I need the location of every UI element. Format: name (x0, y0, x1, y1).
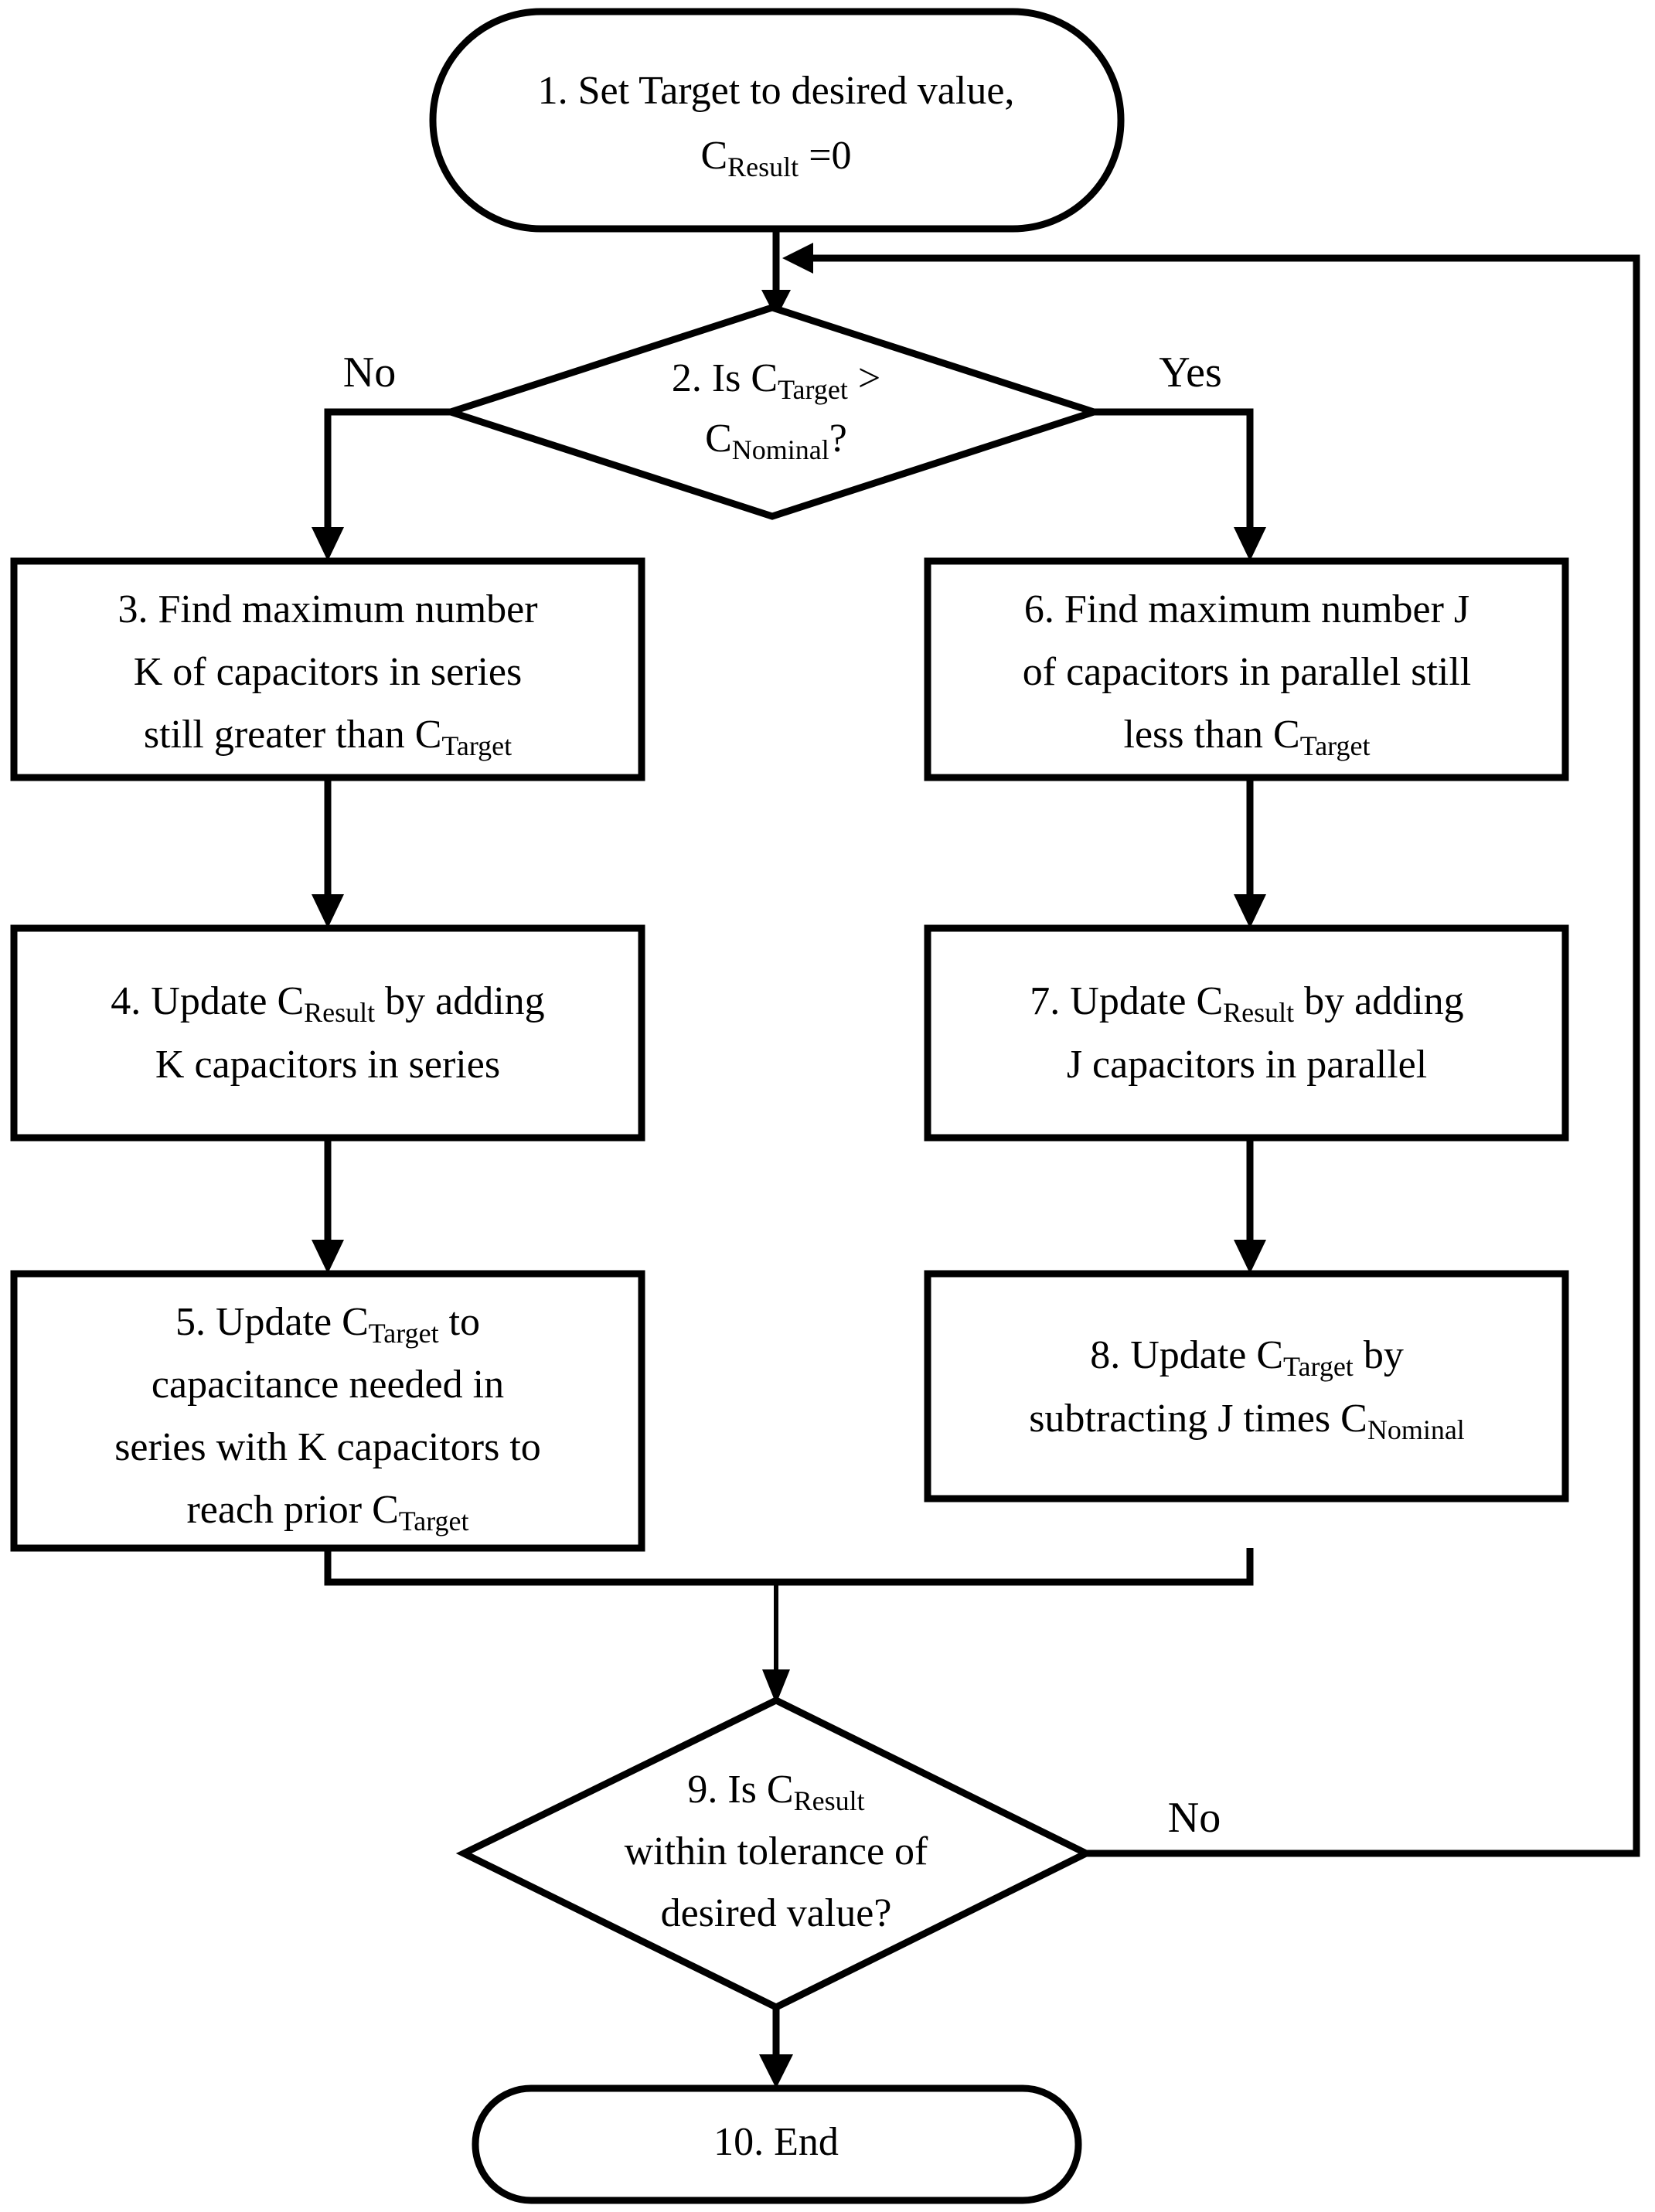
node-8-line-1: 8. Update CTarget by (1090, 1333, 1404, 1382)
node-2-line-1: 2. Is CTarget > (672, 356, 880, 405)
edge-2-yes-line (1094, 408, 1254, 533)
edge-9-no-loopback-arrowhead (782, 243, 813, 274)
edge-4-to-5-arrowhead (312, 1240, 344, 1274)
node-2-decision[interactable]: 2. Is CTarget > CNominal? (439, 304, 1105, 520)
node-3-line-3: still greater than CTarget (144, 713, 512, 761)
edge-7-to-8-arrowhead (1234, 1240, 1266, 1274)
node-6-line-2: of capacitors in parallel still (1023, 650, 1471, 694)
node-9-decision[interactable]: 9. Is CResult within tolerance of desire… (455, 1696, 1095, 2012)
edge-9-no-loopback-line (810, 254, 1640, 1857)
connector-layer (312, 229, 1640, 2088)
edge-merge-to-9-arrowhead (762, 1669, 790, 1704)
node-7-line-2: J capacitors in parallel (1067, 1043, 1427, 1087)
node-1-line-1: 1. Set Target to desired value, (538, 69, 1015, 113)
edge-2-no-arrowhead (312, 527, 344, 561)
node-7-line-1: 7. Update CResult by adding (1030, 979, 1463, 1028)
node-5-process[interactable]: 5. Update CTarget to capacitance needed … (10, 1270, 645, 1552)
node-6-line-1: 6. Find maximum number J (1024, 587, 1469, 631)
node-1-shape[interactable] (429, 8, 1125, 233)
node-5-line-2: capacitance needed in (152, 1363, 504, 1407)
edge-label-2-no: No (343, 349, 396, 396)
edge-2-yes-arrowhead (1234, 527, 1266, 561)
node-4-shape[interactable] (10, 924, 645, 1142)
edge-label-layer: No Yes No (343, 349, 1222, 1842)
node-3-line-1: 3. Find maximum number (117, 587, 537, 631)
node-1-start[interactable]: 1. Set Target to desired value, CResult … (429, 8, 1125, 233)
node-5-shape[interactable] (10, 1270, 645, 1552)
node-8-line-2: subtracting J times CNominal (1029, 1397, 1465, 1445)
node-1-line-2: CResult =0 (700, 134, 851, 182)
node-4-line-1: 4. Update CResult by adding (111, 979, 544, 1028)
node-2-shape[interactable] (439, 304, 1105, 520)
node-4-line-2: K capacitors in series (155, 1043, 500, 1087)
node-10-label: 10. End (713, 2120, 839, 2164)
node-9-line-3: desired value? (661, 1891, 892, 1935)
node-5-line-1: 5. Update CTarget to (175, 1300, 480, 1349)
edge-merge-5-8-line (324, 1548, 1254, 1586)
node-3-line-2: K of capacitors in series (134, 650, 522, 694)
edge-label-9-no: No (1168, 1794, 1221, 1842)
node-10-end[interactable]: 10. End (472, 2084, 1082, 2204)
edge-1-to-2-arrowhead (761, 290, 791, 318)
edge-6-to-7-arrowhead (1234, 894, 1266, 928)
node-5-line-3: series with K capacitors to (114, 1425, 541, 1469)
node-9-line-1: 9. Is CResult (687, 1768, 864, 1816)
node-6-line-3: less than CTarget (1124, 713, 1371, 761)
node-9-shape[interactable] (455, 1696, 1095, 2012)
node-8-process[interactable]: 8. Update CTarget by subtracting J times… (924, 1270, 1569, 1502)
edge-2-no-line (324, 408, 451, 533)
node-8-shape[interactable] (924, 1270, 1569, 1502)
node-6-shape[interactable] (924, 557, 1569, 781)
node-9-line-2: within tolerance of (625, 1829, 928, 1873)
node-2-line-2: CNominal? (705, 417, 847, 465)
node-7-process[interactable]: 7. Update CResult by adding J capacitors… (924, 924, 1569, 1142)
edge-3-to-4-arrowhead (312, 894, 344, 928)
node-6-process[interactable]: 6. Find maximum number J of capacitors i… (924, 557, 1569, 781)
edge-9-to-10-arrowhead (759, 2054, 793, 2088)
node-10-shape[interactable] (472, 2084, 1082, 2204)
node-7-shape[interactable] (924, 924, 1569, 1142)
node-3-shape[interactable] (10, 557, 645, 781)
node-4-process[interactable]: 4. Update CResult by adding K capacitors… (10, 924, 645, 1142)
node-3-process[interactable]: 3. Find maximum number K of capacitors i… (10, 557, 645, 781)
node-5-line-4: reach prior CTarget (186, 1488, 468, 1536)
edge-label-2-yes: Yes (1159, 349, 1221, 396)
